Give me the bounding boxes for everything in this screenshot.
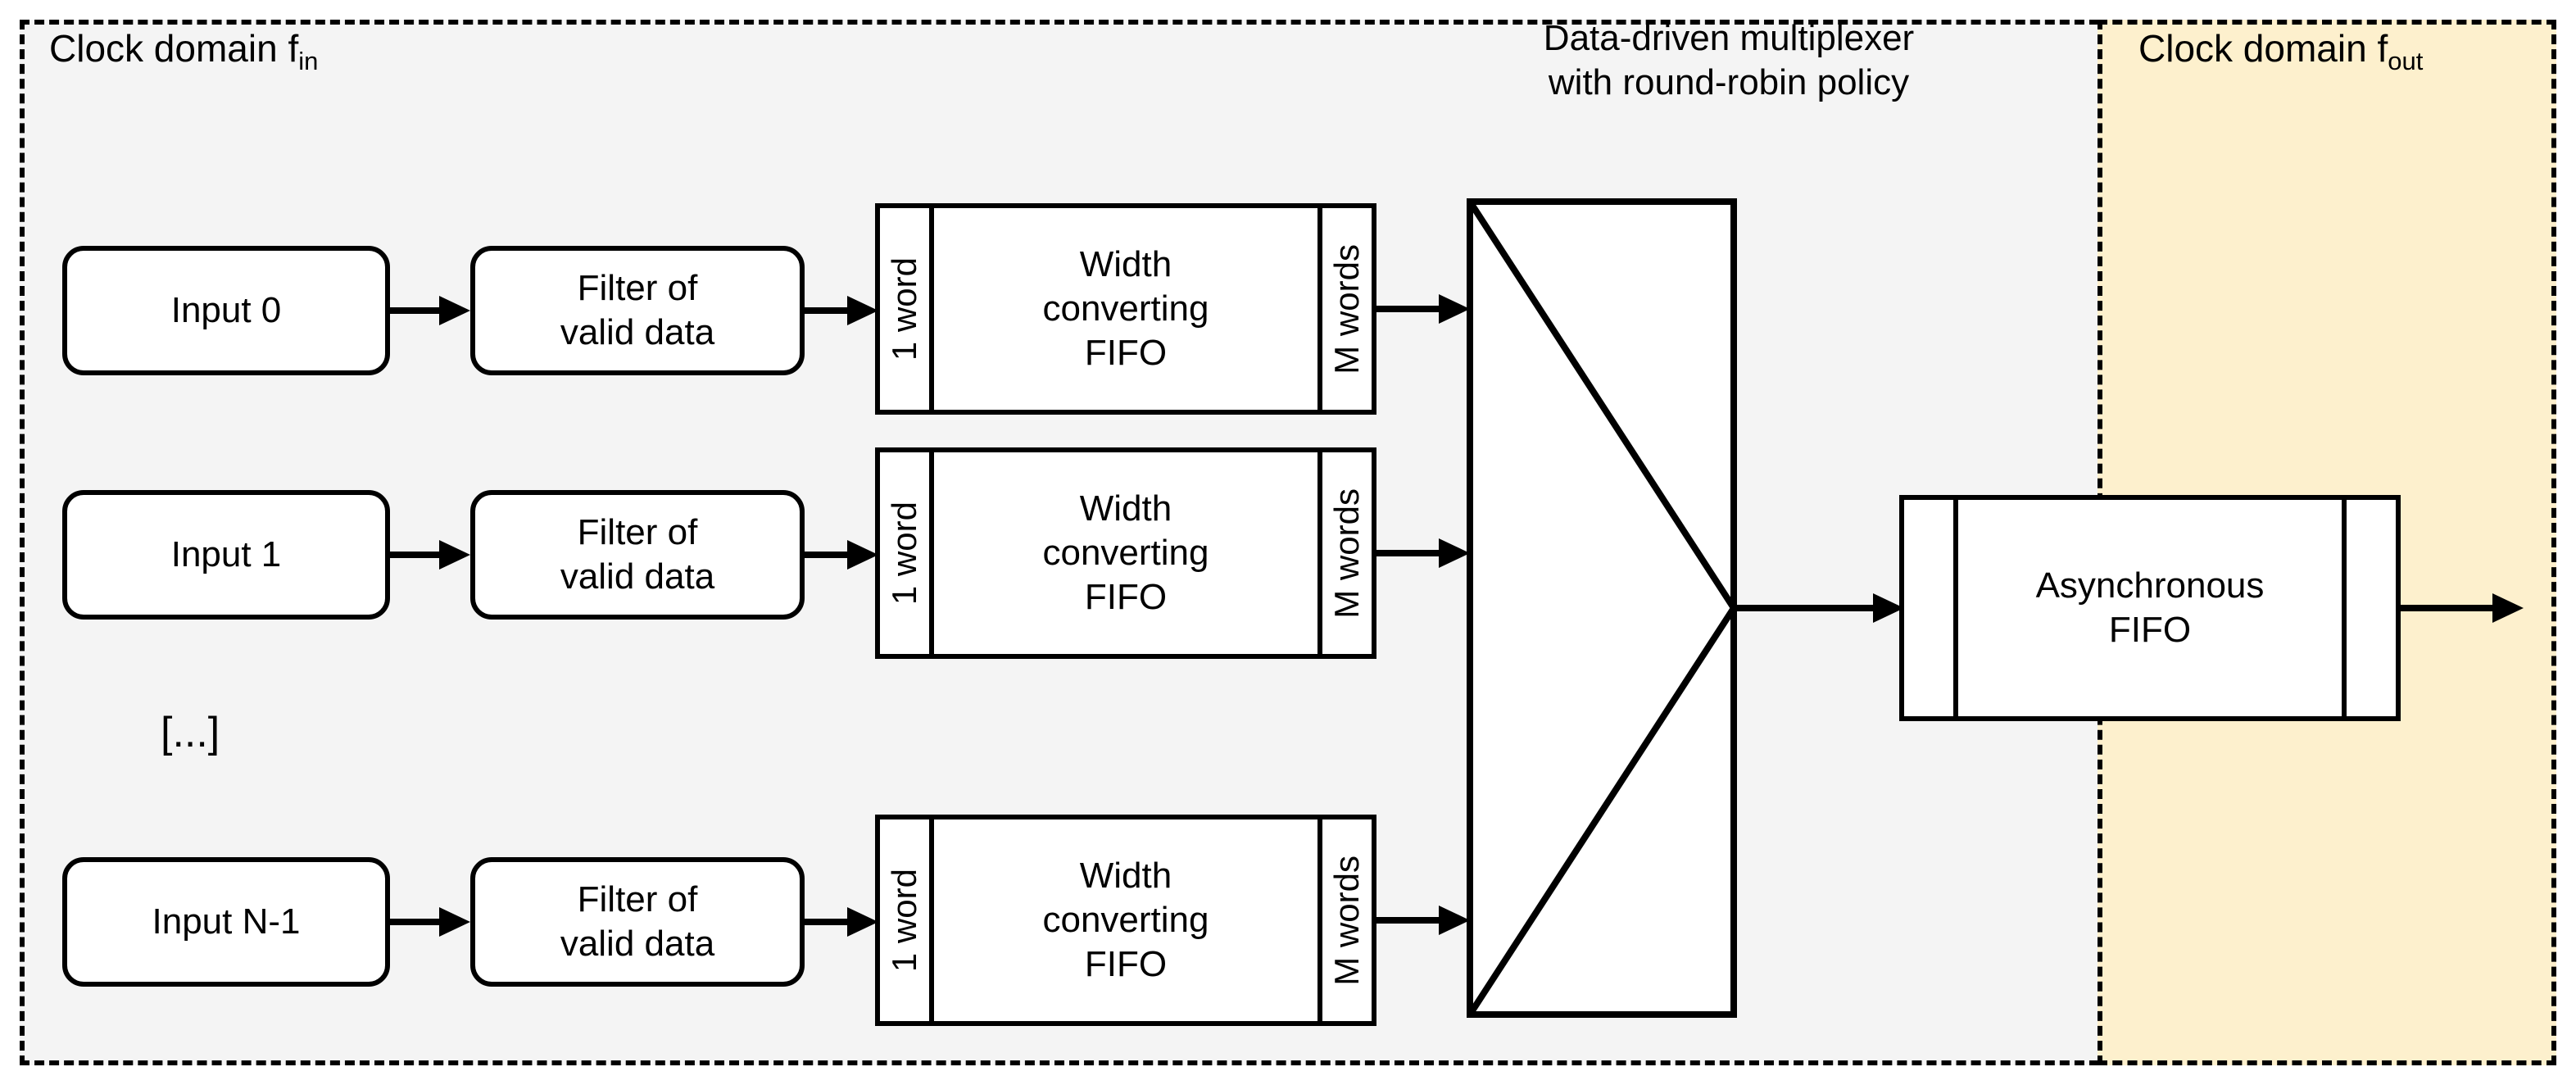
async-fifo-core: Asynchronous FIFO xyxy=(1958,500,2342,716)
rows-ellipsis: [...] xyxy=(161,709,220,756)
filter-block-0-text: Filter of valid data xyxy=(560,266,714,354)
width-converting-fifo-0[interactable]: 1 word Width converting FIFO M words xyxy=(875,203,1376,415)
fifo-0-output-side: M words xyxy=(1317,208,1372,410)
round-robin-multiplexer[interactable] xyxy=(1467,198,1737,1018)
arrow-async-fifo-output xyxy=(2401,588,2525,628)
arrow-input1-to-filter1 xyxy=(390,535,472,574)
filter-block-0-line1: Filter of xyxy=(577,268,698,309)
fifo-2-input-width-label: 1 word xyxy=(885,868,923,973)
input-block-0-label: Input 0 xyxy=(170,290,282,331)
fifo-2-core-line2: converting xyxy=(1042,900,1209,941)
fifo-2-core-line3: FIFO xyxy=(1084,943,1168,984)
input-block-1-label: Input 1 xyxy=(170,534,282,575)
input-block-2-label: Input N-1 xyxy=(152,901,301,942)
input-block-0[interactable]: Input 0 xyxy=(62,246,390,375)
filter-block-1-line2: valid data xyxy=(560,556,715,597)
fifo-1-core-line3: FIFO xyxy=(1084,576,1168,617)
multiplexer-caption-line1: Data-driven multiplexer xyxy=(1543,18,1915,58)
async-fifo-output-side xyxy=(2342,500,2396,716)
clock-domain-fin-label-base: Clock domain f xyxy=(49,27,299,70)
fifo-1-core-line1: Width xyxy=(1079,488,1172,529)
fifo-2-core-line1: Width xyxy=(1079,856,1172,897)
clock-domain-fout-label: Clock domain fout xyxy=(2138,27,2423,74)
async-fifo-input-side xyxy=(1904,500,1958,716)
arrow-fifo2-to-mux xyxy=(1376,901,1472,940)
multiplexer-caption-line2: with round-robin policy xyxy=(1548,61,1910,102)
arrow-filter0-to-fifo0 xyxy=(805,291,880,330)
fifo-2-output-width-label: M words xyxy=(1327,855,1366,986)
filter-block-2-text: Filter of valid data xyxy=(560,878,714,965)
arrow-filter1-to-fifo1 xyxy=(805,535,880,574)
fifo-0-core-line2: converting xyxy=(1042,288,1209,329)
arrow-mux-to-async-fifo xyxy=(1735,588,1906,628)
filter-block-1-text: Filter of valid data xyxy=(560,511,714,598)
filter-block-2-line2: valid data xyxy=(560,924,715,964)
async-fifo-line2: FIFO xyxy=(2108,610,2192,650)
fifo-0-core: Width converting FIFO xyxy=(934,208,1317,410)
filter-block-2[interactable]: Filter of valid data xyxy=(470,857,805,987)
fifo-1-core: Width converting FIFO xyxy=(934,452,1317,654)
fifo-0-input-side: 1 word xyxy=(880,208,934,410)
fifo-1-output-side: M words xyxy=(1317,452,1372,654)
width-converting-fifo-1[interactable]: 1 word Width converting FIFO M words xyxy=(875,447,1376,659)
input-block-2[interactable]: Input N-1 xyxy=(62,857,390,987)
arrow-fifo0-to-mux xyxy=(1376,289,1472,329)
filter-block-2-line1: Filter of xyxy=(577,879,698,920)
fifo-2-output-side: M words xyxy=(1317,819,1372,1021)
arrow-input2-to-filter2 xyxy=(390,902,472,942)
filter-block-1[interactable]: Filter of valid data xyxy=(470,490,805,620)
asynchronous-fifo[interactable]: Asynchronous FIFO xyxy=(1899,495,2401,721)
arrow-input0-to-filter0 xyxy=(390,291,472,330)
fifo-1-output-width-label: M words xyxy=(1327,488,1366,619)
clock-domain-fin-label: Clock domain fin xyxy=(49,27,318,74)
multiplexer-caption: Data-driven multiplexer with round-robin… xyxy=(1442,16,2016,104)
arrow-filter2-to-fifo2 xyxy=(805,902,880,942)
clock-domain-fin-label-subscript: in xyxy=(298,47,319,75)
width-converting-fifo-2[interactable]: 1 word Width converting FIFO M words xyxy=(875,815,1376,1026)
filter-block-0[interactable]: Filter of valid data xyxy=(470,246,805,375)
filter-block-0-line2: valid data xyxy=(560,312,715,352)
async-fifo-line1: Asynchronous xyxy=(2035,565,2265,606)
fifo-2-core: Width converting FIFO xyxy=(934,819,1317,1021)
filter-block-1-line1: Filter of xyxy=(577,512,698,553)
clock-domain-fout-label-base: Clock domain f xyxy=(2138,27,2388,70)
fifo-1-input-side: 1 word xyxy=(880,452,934,654)
arrow-fifo1-to-mux xyxy=(1376,533,1472,573)
fifo-2-input-side: 1 word xyxy=(880,819,934,1021)
fifo-0-output-width-label: M words xyxy=(1327,243,1366,375)
fifo-0-core-line1: Width xyxy=(1079,244,1172,285)
fifo-1-core-line2: converting xyxy=(1042,533,1209,574)
fifo-0-input-width-label: 1 word xyxy=(885,256,923,361)
input-block-1[interactable]: Input 1 xyxy=(62,490,390,620)
clock-domain-fout-label-subscript: out xyxy=(2388,47,2424,75)
fifo-1-input-width-label: 1 word xyxy=(885,501,923,606)
fifo-0-core-line3: FIFO xyxy=(1084,332,1168,373)
